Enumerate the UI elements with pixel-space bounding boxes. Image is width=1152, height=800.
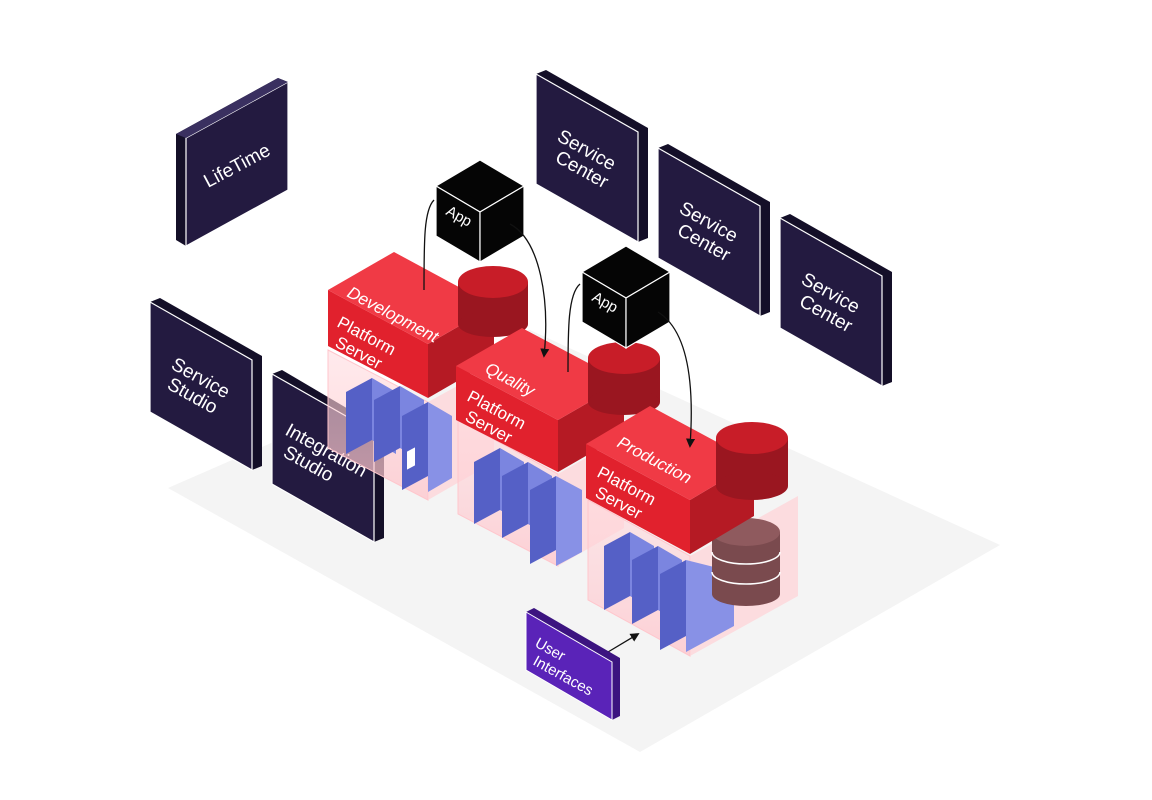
user-interfaces-panel[interactable]: User Interfaces — [525, 608, 620, 721]
service-center-panel-1[interactable]: Service Center — [535, 70, 648, 244]
service-center-panel-3[interactable]: Service Center — [779, 214, 892, 388]
quality-environment[interactable]: Quality Platform Server — [456, 328, 660, 567]
integration-studio-panel[interactable]: Integration Studio — [271, 370, 384, 544]
app-1-to-development-arrow-icon — [423, 199, 435, 291]
app-2-to-quality-arrow-icon — [567, 283, 581, 373]
production-environment[interactable]: Production Platform Server — [586, 406, 798, 657]
production-database-icon — [716, 422, 788, 500]
app-1-to-quality-arrow-icon — [509, 223, 550, 358]
service-studio-panel[interactable]: Service Studio — [149, 298, 262, 472]
app-cube-icon-2[interactable]: App — [580, 245, 672, 350]
app-cube-icon-1[interactable]: App — [434, 159, 526, 264]
quality-database-icon — [588, 342, 660, 415]
development-server-rack-icon — [346, 378, 452, 492]
quality-server-rack-icon — [474, 448, 582, 566]
user-interfaces-arrow-icon — [607, 633, 640, 653]
service-center-panel-2[interactable]: Service Center — [657, 144, 770, 318]
lifetime-panel[interactable]: LifeTime — [176, 78, 289, 248]
development-database-icon — [458, 266, 528, 337]
app-2-to-production-arrow-icon — [657, 311, 696, 448]
